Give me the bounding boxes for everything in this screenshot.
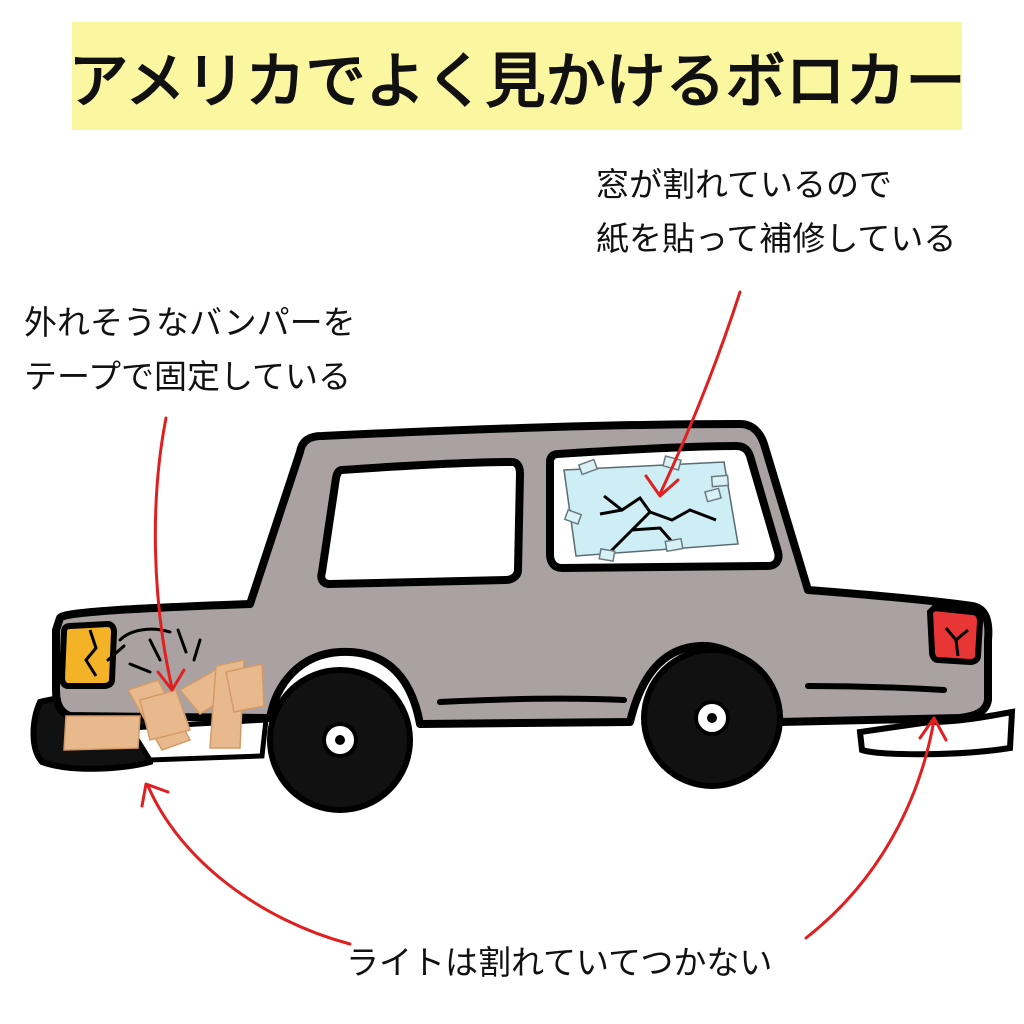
callout-arrows (140, 290, 948, 946)
page-title: アメリカでよく見かけるボロカー (68, 46, 966, 117)
arrow-to-front-light-head (140, 782, 170, 808)
arrow-to-rear-light-head (918, 716, 948, 742)
body-trim-line-rear (805, 683, 947, 693)
headlight-crack (84, 629, 98, 677)
front-window (317, 458, 524, 588)
callout-broken-lights: ライトは割れていてつかない (346, 936, 772, 990)
callout-bumper-tape: 外れそうなバンパーを テープで固定している (24, 296, 356, 404)
headlight-icon (58, 620, 118, 689)
title-banner: アメリカでよく見かけるボロカー (69, 22, 966, 130)
callout-window-line-1: 窓が割れているので (596, 165, 893, 204)
callout-lights-line: ライトは割れていてつかない (346, 943, 773, 982)
bumper-tape-pieces (63, 659, 265, 751)
arrow-to-bumper (153, 416, 174, 690)
callout-window-repair: 窓が割れているので 紙を貼って補修している (596, 158, 956, 266)
arrow-to-rear-light (804, 718, 936, 940)
arrow-to-window-head (644, 474, 680, 498)
front-wheel (267, 667, 413, 813)
window-cracks (599, 494, 717, 554)
rear-wheel (641, 647, 783, 789)
callout-bumper-line-1: 外れそうなバンパーを (24, 303, 356, 342)
front-dent-marks (106, 627, 202, 674)
callout-window-line-2: 紙を貼って補修している (596, 219, 957, 258)
arrow-to-window (658, 290, 742, 496)
body-trim-line-front (437, 695, 627, 705)
callout-bumper-line-2: テープで固定している (24, 357, 352, 396)
arrow-to-bumper-head (156, 668, 186, 692)
taillight-crack (944, 627, 969, 657)
arrow-to-front-light (146, 784, 352, 946)
taillight-icon (926, 604, 984, 666)
